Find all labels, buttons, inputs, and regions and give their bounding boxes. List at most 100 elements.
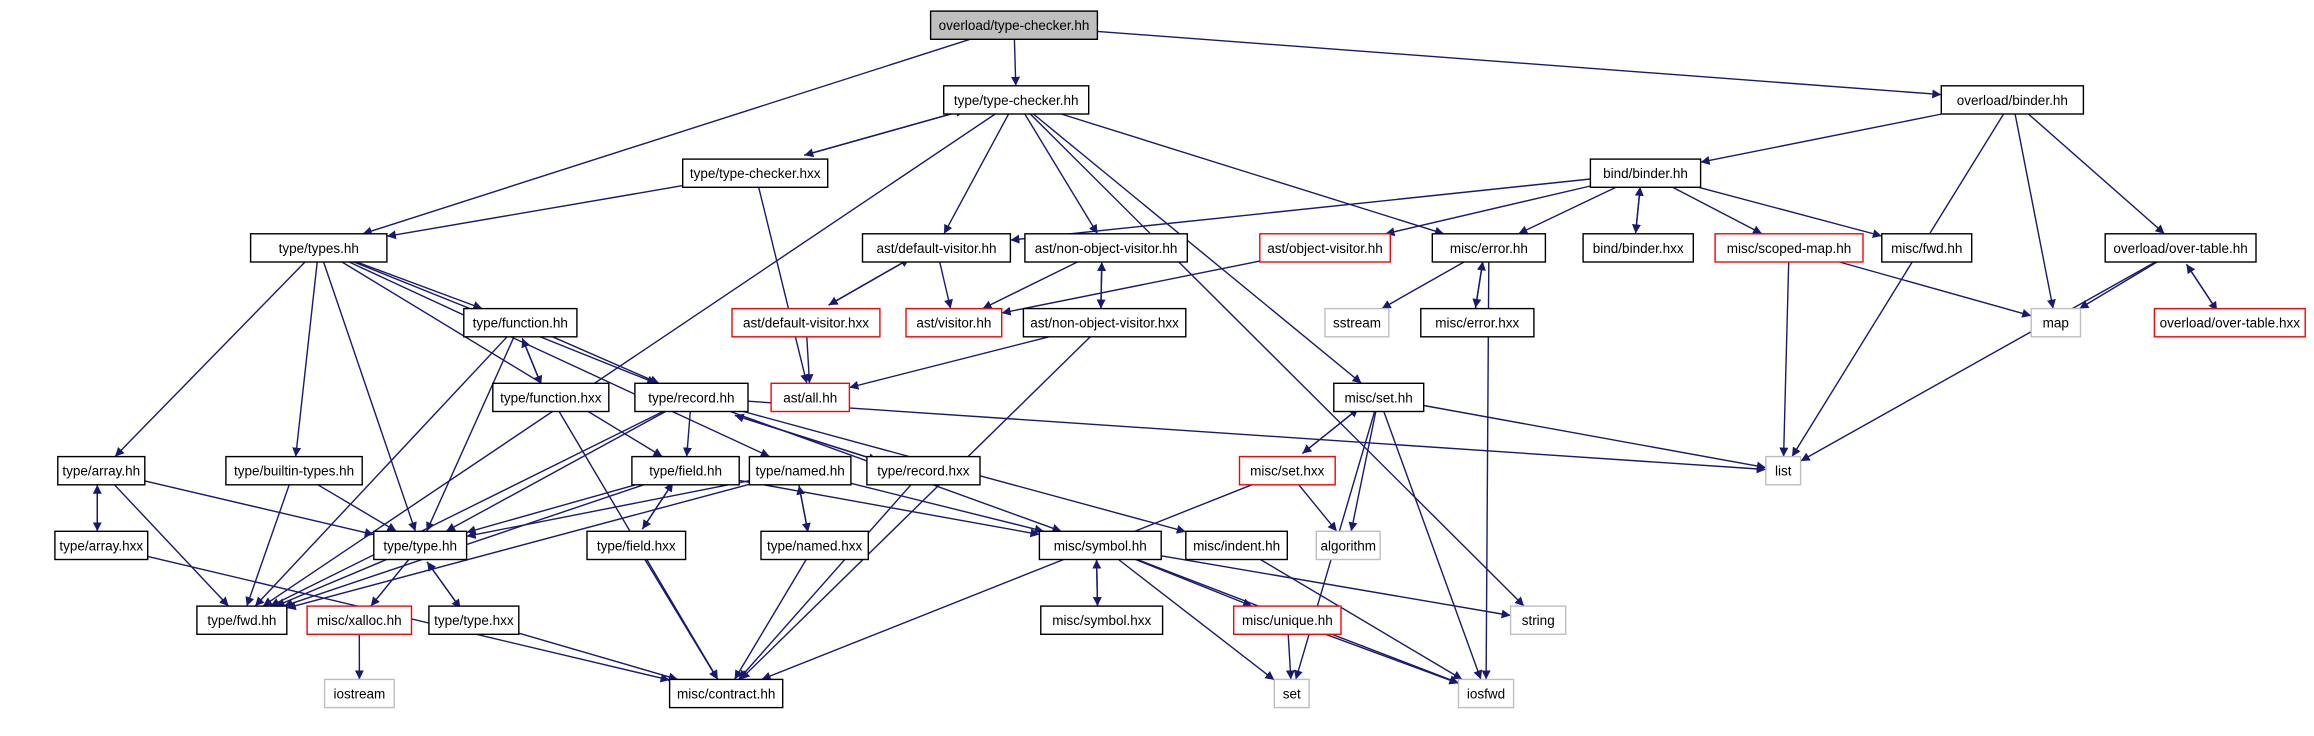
edge-tt-to-th [322, 261, 417, 532]
edge-tchxx-to-all [758, 187, 810, 384]
node-uni[interactable]: misc/unique.hh [1232, 605, 1342, 635]
node-namhxx[interactable]: type/named.hxx [760, 530, 870, 561]
node-label: ast/default-visitor.hxx [743, 316, 869, 331]
node-all[interactable]: ast/all.hh [770, 382, 851, 413]
node-label: algorithm [1321, 538, 1377, 553]
edge-fnhxx-to-fn [521, 338, 542, 386]
node-box [1509, 605, 1567, 635]
node-err[interactable]: misc/error.hh [1431, 233, 1547, 263]
edge-sethxx-to-con [761, 484, 1253, 681]
node-dv[interactable]: ast/default-visitor.hh [861, 233, 1012, 263]
edge-arr-to-th [144, 480, 374, 537]
node-tc[interactable]: type/type-checker.hh [943, 85, 1090, 115]
node-label: type/array.hh [62, 464, 140, 479]
node-box [1457, 678, 1515, 709]
node-label: map [2043, 316, 2069, 331]
node-thxx[interactable]: type/type.hxx [428, 605, 520, 635]
edge-set-to-iosfwd [1383, 411, 1483, 680]
edge-layer [92, 30, 2218, 685]
node-bb[interactable]: bind/binder.hh [1589, 158, 1702, 189]
edge-bbhxx-to-bb [1634, 186, 1644, 234]
node-label: type/fwd.hh [207, 613, 276, 628]
node-nov[interactable]: ast/non-object-visitor.hh [1024, 233, 1189, 263]
node-box [1420, 307, 1535, 338]
node-ov[interactable]: ast/object-visitor.hh [1259, 233, 1392, 263]
node-arrhxx[interactable]: type/array.hxx [54, 530, 149, 561]
node-con[interactable]: misc/contract.hh [668, 678, 784, 709]
node-label: overload/binder.hh [1957, 93, 2068, 108]
node-label: misc/symbol.hh [1054, 538, 1147, 553]
node-root[interactable]: overload/type-checker.hh [929, 10, 1099, 41]
node-box [1431, 233, 1547, 263]
node-novhxx[interactable]: ast/non-object-visitor.hxx [1022, 307, 1187, 338]
edge-th-to-xal [370, 559, 410, 607]
node-label: type/field.hxx [597, 538, 676, 553]
node-ot[interactable]: overload/over-table.hh [2104, 233, 2257, 263]
node-th[interactable]: type/type.hh [373, 530, 468, 561]
node-box [929, 10, 1099, 41]
node-box [492, 382, 610, 413]
node-label: bind/binder.hh [1603, 166, 1688, 181]
node-nam[interactable]: type/named.hh [748, 455, 852, 486]
node-label: sstream [1333, 316, 1381, 331]
node-label: type/function.hh [473, 316, 568, 331]
edge-tc-to-set [1032, 113, 1362, 384]
node-label: type/array.hxx [59, 538, 143, 553]
edge-sethxx-to-set [1301, 407, 1360, 455]
node-label: misc/fwd.hh [1891, 241, 1962, 256]
edge-set-to-list [1423, 404, 1766, 471]
edge-nam-to-fwdt [286, 483, 750, 611]
edge-thxx-to-th [426, 561, 462, 609]
node-fwdt[interactable]: type/fwd.hh [196, 605, 288, 635]
node-sethxx[interactable]: misc/set.hxx [1238, 455, 1336, 486]
node-box [668, 678, 784, 709]
edge-dvhxx-to-all [804, 336, 814, 384]
node-othxx[interactable]: overload/over-table.hxx [2153, 307, 2306, 338]
edge-err-to-sstream [1381, 261, 1465, 310]
node-tchxx[interactable]: type/type-checker.hxx [682, 158, 829, 189]
node-ob[interactable]: overload/binder.hh [1940, 85, 2085, 115]
edge-tc-to-string [1029, 113, 1525, 607]
node-label: type/builtin-types.hh [234, 464, 354, 479]
edge-root-to-ob [1097, 30, 1942, 99]
edge-nov-to-vis [982, 261, 1078, 310]
node-fwdm[interactable]: misc/fwd.hh [1881, 233, 1973, 263]
edge-fn-to-fwdt [254, 336, 508, 607]
node-sym[interactable]: misc/symbol.hh [1038, 530, 1162, 561]
node-rec[interactable]: type/record.hh [634, 382, 749, 413]
node-fldhxx[interactable]: type/field.hxx [586, 530, 687, 561]
node-sm[interactable]: misc/scoped-map.hh [1714, 233, 1864, 263]
edge-thxx-to-con [518, 632, 678, 682]
node-rechxx[interactable]: type/record.hxx [866, 455, 981, 486]
node-bt[interactable]: type/builtin-types.hh [225, 455, 363, 486]
node-xal[interactable]: misc/xalloc.hh [306, 605, 413, 635]
node-label: bind/binder.hxx [1593, 241, 1684, 256]
node-dvhxx[interactable]: ast/default-visitor.hxx [731, 307, 881, 338]
node-map: map [2030, 307, 2082, 338]
edge-arr-to-fwdt [113, 484, 230, 607]
node-label: overload/type-checker.hh [939, 18, 1090, 33]
node-fnhxx[interactable]: type/function.hxx [492, 382, 610, 413]
node-symhxx[interactable]: misc/symbol.hxx [1040, 605, 1164, 635]
edge-bb-to-ov [1385, 185, 1591, 237]
node-arr[interactable]: type/array.hh [57, 455, 146, 486]
edge-fn-to-th [425, 336, 515, 532]
node-label: set [1283, 687, 1301, 702]
node-label: misc/unique.hh [1242, 613, 1333, 628]
node-tt[interactable]: type/types.hh [249, 233, 388, 263]
node-bbhxx[interactable]: bind/binder.hxx [1582, 233, 1694, 263]
edge-tt-to-fld [341, 261, 663, 458]
edge-nam-to-th [466, 480, 750, 539]
node-set[interactable]: misc/set.hh [1333, 382, 1425, 413]
node-label: type/named.hh [755, 464, 844, 479]
node-box [1315, 530, 1381, 561]
node-box [249, 233, 388, 263]
node-box [54, 530, 149, 561]
node-vis[interactable]: ast/visitor.hh [905, 307, 1003, 338]
node-fn[interactable]: type/function.hh [463, 307, 578, 338]
node-label: misc/set.hh [1345, 390, 1413, 405]
node-errhxx[interactable]: misc/error.hxx [1420, 307, 1535, 338]
node-ind[interactable]: misc/indent.hh [1185, 530, 1289, 561]
node-fld[interactable]: type/field.hh [631, 455, 740, 486]
